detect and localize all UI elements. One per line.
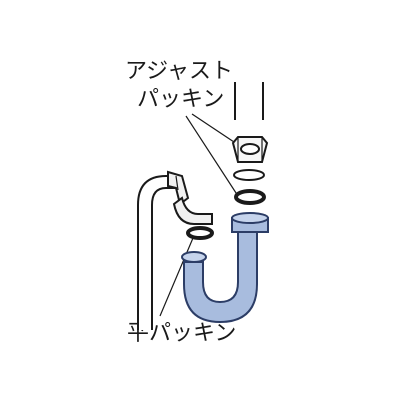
leader-lines xyxy=(159,113,241,317)
s-trap xyxy=(181,212,269,324)
leader-to-nut xyxy=(191,113,241,147)
leader-to-flat-packing xyxy=(159,237,194,317)
adjust-packing-label-line1: アジャスト xyxy=(125,59,233,84)
adjust-packing-label-line2: パッキン xyxy=(137,87,224,112)
leader-to-adjust-packing xyxy=(185,115,239,197)
o-ring xyxy=(234,189,266,205)
wall-drain-pipe xyxy=(137,170,213,330)
slip-nut xyxy=(231,136,269,163)
tailpiece-pipe xyxy=(234,82,264,120)
adjust-packing-washer xyxy=(233,169,265,181)
flat-packing-ring xyxy=(186,226,214,240)
